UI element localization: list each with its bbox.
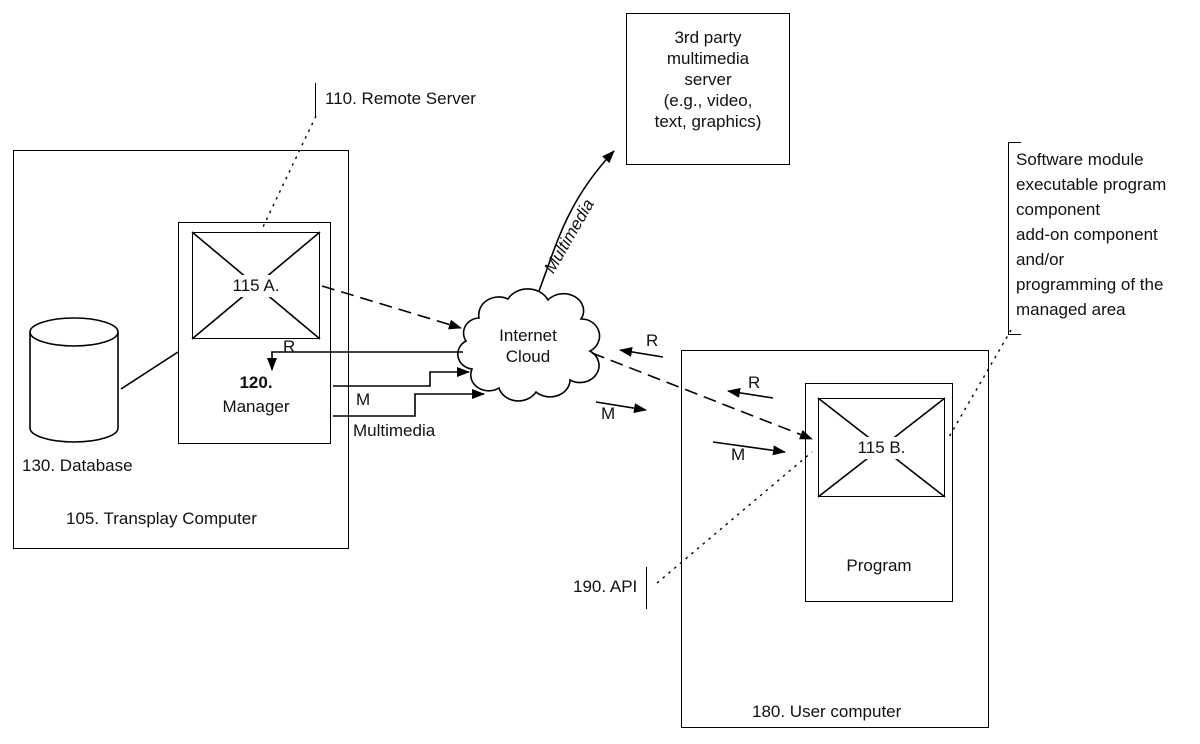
program-label: Program	[846, 556, 912, 575]
envelope-a-label-wrap: 115 A.	[192, 232, 320, 339]
api-label: 190. API	[573, 577, 638, 596]
manager-label: Manager	[222, 397, 290, 416]
api-callout: 190. API	[573, 567, 648, 609]
cloud-line-1: Internet	[499, 326, 557, 345]
manager-number: 120.	[239, 373, 273, 392]
software-module-bracket	[1008, 142, 1021, 335]
software-module-line: Software module	[1016, 150, 1144, 169]
software-module-line: managed area	[1016, 300, 1126, 319]
third-party-server-box	[626, 13, 790, 165]
m-label-manager: M	[356, 390, 371, 409]
third-party-line: text, graphics)	[654, 112, 762, 131]
envelope-b-label-wrap: 115 B.	[818, 398, 945, 497]
software-module-line: executable program	[1016, 175, 1167, 194]
third-party-line: (e.g., video,	[663, 91, 753, 110]
manager-label-block: 120. Manager	[197, 371, 315, 419]
multimedia-curve-label: Multimedia	[540, 195, 598, 277]
r-label-cloud: R	[646, 331, 659, 350]
user-computer-label: 180. User computer	[752, 702, 902, 721]
software-module-text: Software module executable program compo…	[1016, 147, 1166, 322]
remote-server-label: 110. Remote Server	[325, 89, 476, 108]
software-module-line: component	[1016, 200, 1101, 219]
envelope-a-label: 115 A.	[226, 274, 286, 297]
transplay-computer-box	[13, 150, 349, 549]
third-party-line: server	[684, 70, 732, 89]
software-module-line: add-on component	[1016, 225, 1158, 244]
database-label: 130. Database	[22, 456, 133, 475]
internet-cloud-label: Internet Cloud	[465, 325, 591, 367]
cloud-line-2: Cloud	[505, 347, 551, 366]
r-label-user: R	[748, 373, 761, 392]
third-party-line: multimedia	[666, 49, 750, 68]
software-module-line: and/or	[1016, 250, 1065, 269]
third-party-line: 3rd party	[674, 28, 742, 47]
r-arrow-near-cloud	[619, 346, 664, 358]
m-label-cloud: M	[601, 404, 616, 423]
r-label-manager: R	[283, 337, 296, 356]
software-module-line: programming of the	[1016, 275, 1164, 294]
transplay-computer-label: 105. Transplay Computer	[66, 509, 257, 528]
envelope-b-label: 115 B.	[851, 436, 912, 459]
remote-server-box	[178, 222, 331, 444]
multimedia-label-manager: Multimedia	[353, 421, 436, 440]
m-label-user: M	[731, 445, 746, 464]
remote-server-callout: 110. Remote Server	[315, 83, 476, 117]
third-party-server-text: 3rd party multimedia server (e.g., video…	[626, 27, 790, 132]
m-arrow-to-cloud-1	[333, 367, 470, 387]
